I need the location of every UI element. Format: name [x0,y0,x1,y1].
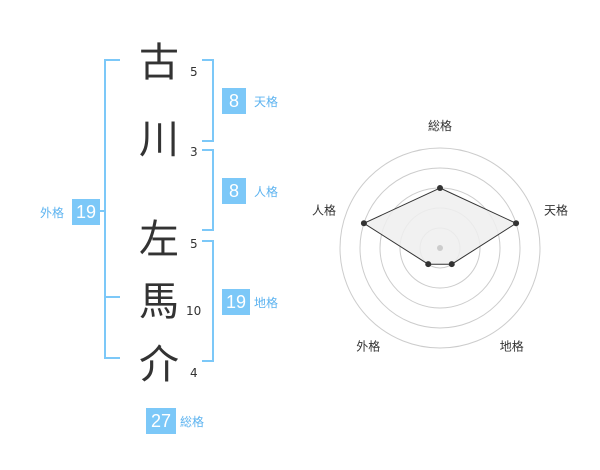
radar-axis-label-1: 天格 [544,202,568,217]
radar-axis-label-2: 地格 [500,339,524,354]
name-char-4: 馬 [139,279,179,325]
name-char-3: 左 [139,217,179,263]
radar-polygon [362,187,518,265]
radar-axis-label-3: 外格 [356,339,380,354]
stroke-count-5: 4 [190,366,198,380]
radar-point-0 [437,185,443,191]
radar-axis-label-0: 総格 [428,118,452,133]
stroke-count-2: 3 [190,145,198,159]
radar-center [437,245,443,251]
radar-point-4 [360,220,367,227]
radar-point-3 [425,261,432,268]
gaikaku-score: 19 [72,199,100,225]
name-char-1: 古 [139,40,179,86]
chikaku-score: 19 [222,289,250,315]
outer-bracket-split [104,296,120,298]
soukaku-label: 総格 [180,415,205,429]
jinkaku-bracket [202,149,214,231]
radar-axis-label-4: 人格 [312,202,336,217]
radar-point-1 [513,220,520,227]
radar-point-2 [448,261,455,268]
stroke-count-1: 5 [190,65,198,79]
stroke-count-4: 10 [186,304,202,318]
chikaku-bracket [202,240,214,362]
stroke-count-3: 5 [190,237,198,251]
chikaku-label: 地格 [254,296,279,310]
tenkaku-bracket [202,59,214,142]
name-char-2: 川 [139,117,179,163]
radar-ring-4 [359,167,521,329]
radar-points [360,185,520,268]
soukaku-score: 27 [146,408,176,434]
jinkaku-score: 8 [222,178,246,204]
gaikaku-label: 外格 [40,206,65,220]
radar-ring-5 [339,147,541,349]
name-char-5: 介 [139,342,179,388]
tenkaku-score: 8 [222,88,246,114]
outer-bracket-mid [96,210,106,212]
jinkaku-label: 人格 [254,185,279,199]
tenkaku-label: 天格 [254,95,279,109]
outer-bracket [104,59,120,359]
